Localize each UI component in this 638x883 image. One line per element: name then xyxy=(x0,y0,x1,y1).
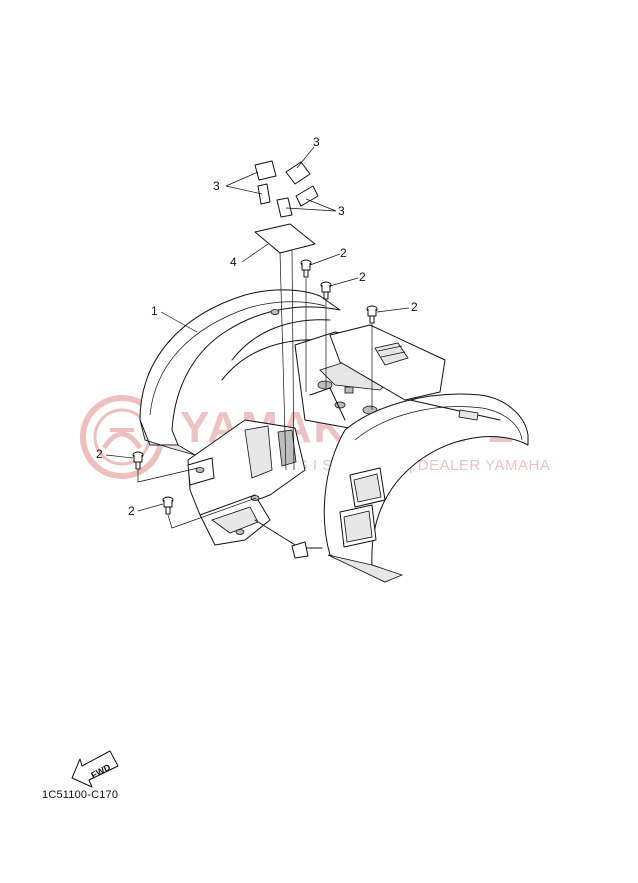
license-plate-part xyxy=(254,223,316,254)
reflector-top-left xyxy=(254,160,277,181)
reflector-mid-left xyxy=(257,183,271,205)
callout-3-top: 3 xyxy=(313,135,320,149)
leader-lines xyxy=(105,146,410,529)
callout-2-e: 2 xyxy=(128,504,135,518)
bolt-2 xyxy=(320,281,332,300)
bolt-3 xyxy=(366,305,378,324)
callout-4: 4 xyxy=(230,255,237,269)
reflector-top-right xyxy=(285,161,311,185)
reflector-mid-right xyxy=(295,185,319,207)
callout-2-d: 2 xyxy=(96,447,103,461)
drawing-code: 1C51100-C170 xyxy=(42,789,119,801)
reflector-group xyxy=(254,160,319,218)
reflector-bottom xyxy=(276,197,293,218)
callout-3-right: 3 xyxy=(338,204,345,218)
fwd-arrow-icon: FWD xyxy=(71,750,119,788)
right-wheel-arch xyxy=(323,393,529,583)
bolt-1 xyxy=(300,259,312,278)
bolt-group xyxy=(132,259,378,515)
bolt-4 xyxy=(132,451,144,470)
callout-2-a: 2 xyxy=(340,246,347,260)
bolt-5 xyxy=(162,496,174,515)
left-wheel-arch xyxy=(139,289,341,446)
callout-2-b: 2 xyxy=(359,270,366,284)
callout-3-left: 3 xyxy=(213,179,220,193)
callout-1: 1 xyxy=(151,304,158,318)
fender-inner-well xyxy=(187,419,306,516)
rear-fender xyxy=(139,289,529,583)
callout-2-c: 2 xyxy=(411,300,418,314)
